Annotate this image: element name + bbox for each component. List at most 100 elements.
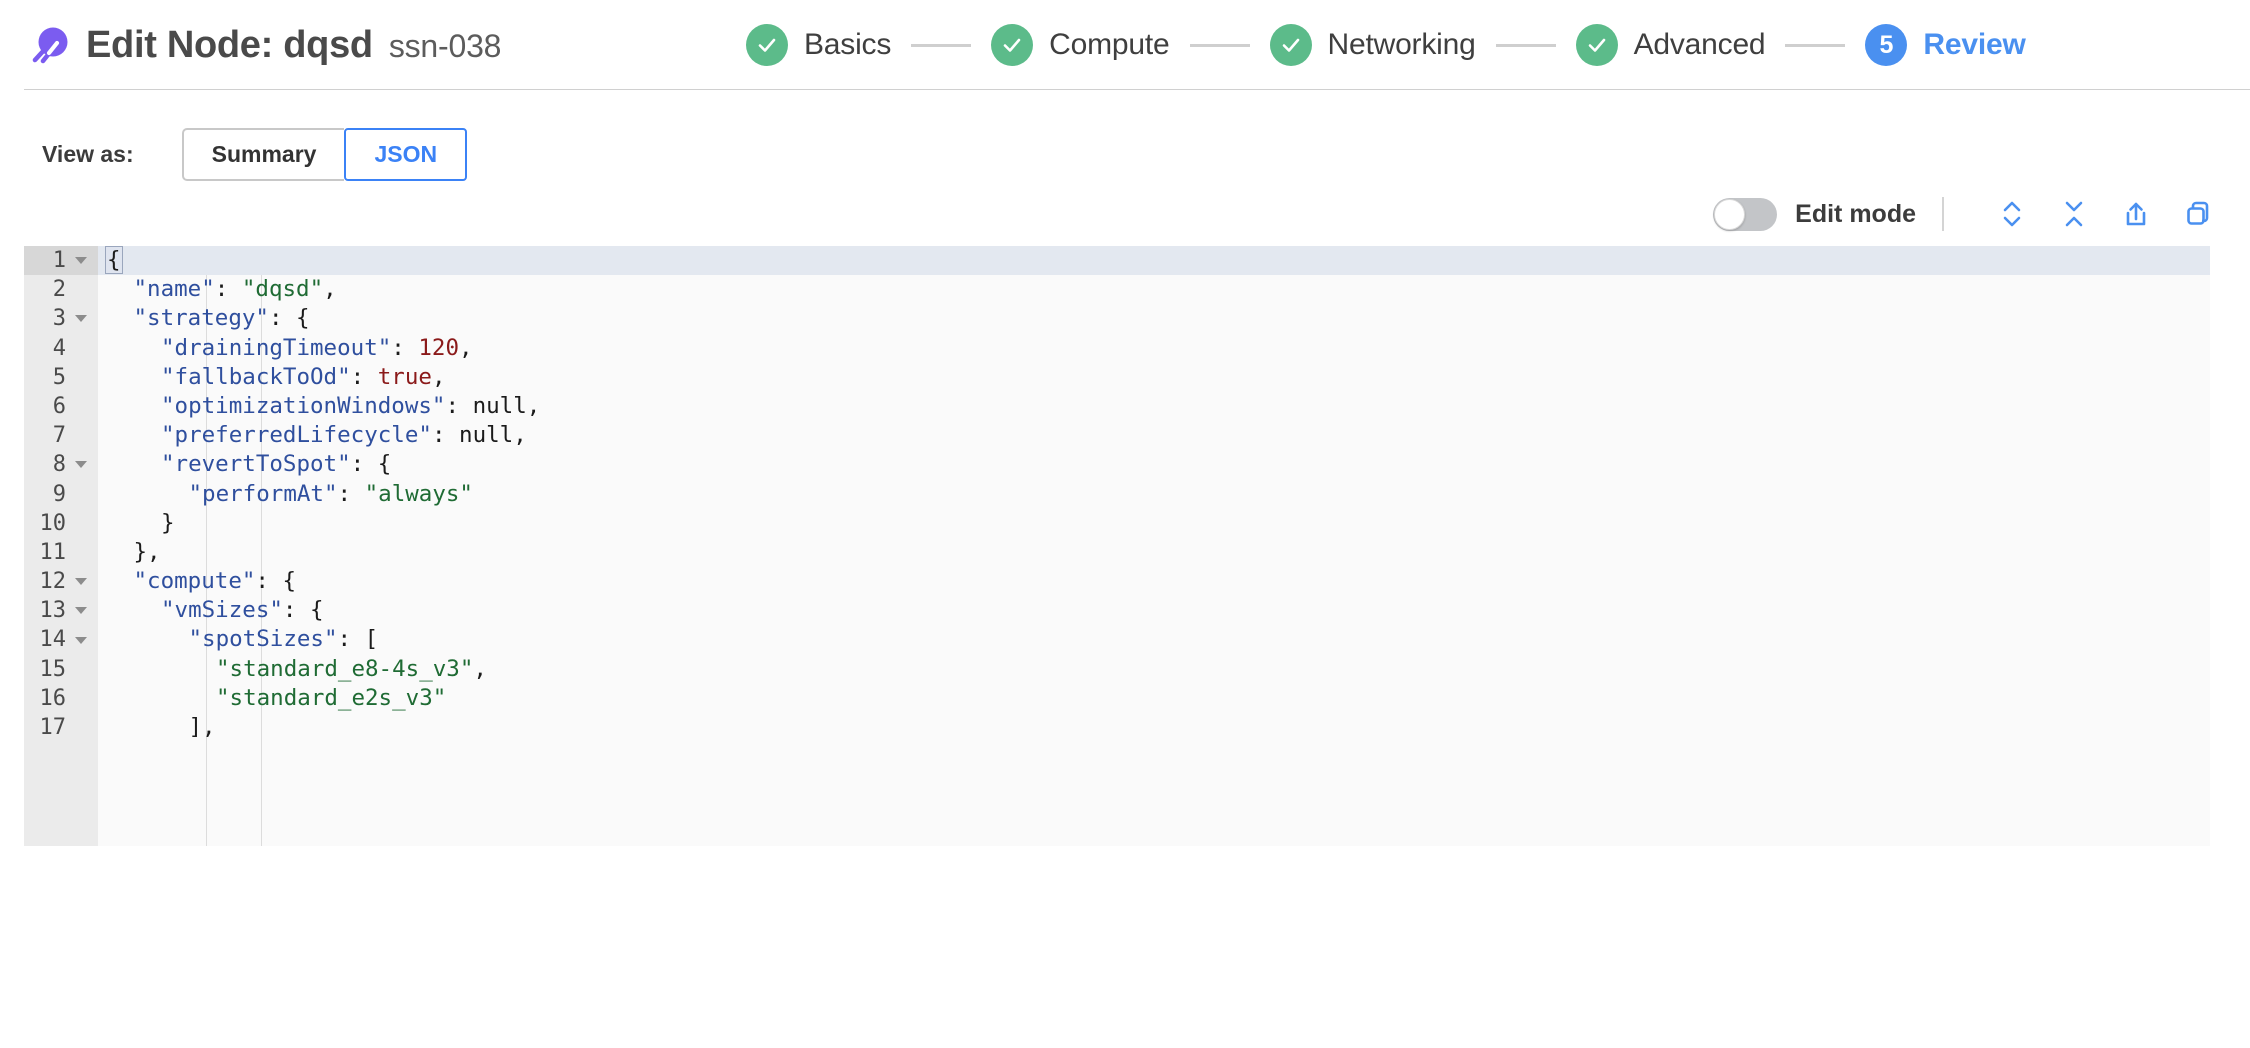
view-as-label: View as: xyxy=(42,140,134,167)
page-title: Edit Node: dqsd xyxy=(86,23,373,66)
code-line[interactable]: "fallbackToOd": true, xyxy=(98,363,2210,392)
token-punct: , xyxy=(323,276,337,303)
fold-toggle-icon[interactable] xyxy=(72,636,90,644)
token-punct: : null, xyxy=(445,392,541,419)
fold-toggle-icon[interactable] xyxy=(72,315,90,323)
step-status-badge-basics xyxy=(746,24,788,66)
editor-code-area[interactable]: {"name": "dqsd","strategy": {"drainingTi… xyxy=(98,246,2210,846)
token-key: "name" xyxy=(133,276,215,303)
step-status-badge-advanced xyxy=(1575,24,1618,66)
line-number-text: 17 xyxy=(39,715,67,740)
wizard-stepper: Basics Compute Networking Advanced xyxy=(746,24,2250,66)
line-number: 5 xyxy=(24,363,98,392)
line-number-text: 2 xyxy=(52,277,66,303)
token-str: "standard_e2s_v3" xyxy=(216,684,447,711)
line-number-text: 16 xyxy=(39,685,67,711)
token-punct: : { xyxy=(255,568,297,595)
token-punct: : null, xyxy=(431,422,527,449)
token-key: "vmSizes" xyxy=(161,597,283,624)
line-number-text: 1 xyxy=(52,248,66,273)
stepper-label-compute: Compute xyxy=(1049,28,1170,61)
edit-mode-toggle-knob xyxy=(1714,198,1746,230)
stepper-step-basics[interactable]: Basics xyxy=(746,24,891,66)
indent-guide xyxy=(206,246,207,846)
stepper-step-advanced[interactable]: Advanced xyxy=(1575,24,1766,66)
share-export-icon[interactable] xyxy=(2116,194,2156,234)
code-line[interactable]: "vmSizes": { xyxy=(98,596,2210,625)
code-line[interactable]: ], xyxy=(98,713,2210,742)
header-divider xyxy=(24,89,2250,90)
line-number-text: 8 xyxy=(52,452,66,478)
code-line[interactable]: "drainingTimeout": 120, xyxy=(98,334,2210,363)
token-key: "spotSizes" xyxy=(188,626,338,653)
token-punct: ], xyxy=(188,714,216,740)
copy-icon[interactable] xyxy=(2178,194,2218,234)
collapse-all-icon[interactable] xyxy=(2054,194,2094,234)
code-line[interactable]: "name": "dqsd", xyxy=(98,275,2210,304)
code-line[interactable]: "revertToSpot": { xyxy=(98,450,2210,479)
line-number-text: 15 xyxy=(39,656,67,682)
code-line[interactable]: "standard_e2s_v3" xyxy=(98,684,2210,713)
token-punct: : xyxy=(337,480,365,507)
token-key: "preferredLifecycle" xyxy=(161,422,432,449)
step-number-review: 5 xyxy=(1879,30,1894,59)
stepper-step-networking[interactable]: Networking xyxy=(1269,24,1476,66)
token-punct: }, xyxy=(133,538,161,565)
fold-toggle-icon[interactable] xyxy=(72,461,90,469)
code-line[interactable]: } xyxy=(98,509,2210,538)
token-key: "drainingTimeout" xyxy=(161,334,392,361)
matching-bracket: { xyxy=(105,246,123,274)
view-as-option-summary[interactable]: Summary xyxy=(181,127,345,181)
code-line[interactable]: { xyxy=(98,246,2210,276)
view-as-segmented-control[interactable]: Summary JSON xyxy=(181,127,468,181)
line-number: 3 xyxy=(24,304,98,333)
view-as-option-json[interactable]: JSON xyxy=(344,127,468,181)
code-line[interactable]: "strategy": { xyxy=(98,304,2210,333)
line-number: 10 xyxy=(24,509,98,538)
stepper-label-advanced: Advanced xyxy=(1633,28,1766,61)
token-key: "optimizationWindows" xyxy=(161,392,446,419)
code-line[interactable]: "standard_e8-4s_v3", xyxy=(98,655,2210,684)
line-number: 13 xyxy=(24,596,98,625)
code-line[interactable]: "preferredLifecycle": null, xyxy=(98,421,2210,450)
stepper-label-basics: Basics xyxy=(804,28,892,61)
token-lit: true xyxy=(377,363,432,390)
line-number: 8 xyxy=(24,450,98,479)
stepper-step-compute[interactable]: Compute xyxy=(991,24,1170,66)
token-str: "dqsd" xyxy=(241,276,324,303)
stepper-connector-2 xyxy=(1189,43,1250,47)
line-number-text: 14 xyxy=(39,627,67,653)
line-number: 16 xyxy=(24,684,98,713)
expand-all-icon[interactable] xyxy=(1992,194,2032,234)
token-punct: , xyxy=(459,334,473,361)
fold-toggle-icon[interactable] xyxy=(72,257,90,265)
edit-mode-label: Edit mode xyxy=(1795,199,1916,228)
line-number: 12 xyxy=(24,567,98,596)
stepper-step-review[interactable]: 5 Review xyxy=(1865,24,2026,66)
code-line[interactable]: "optimizationWindows": null, xyxy=(98,392,2210,421)
line-number: 2 xyxy=(24,275,98,304)
line-number: 9 xyxy=(24,480,98,509)
token-key: "performAt" xyxy=(188,480,338,507)
page-subtitle: ssn-038 xyxy=(388,27,502,64)
line-number: 14 xyxy=(24,625,98,654)
code-line[interactable]: }, xyxy=(98,538,2210,567)
code-line[interactable]: "compute": { xyxy=(98,567,2210,596)
json-editor-toolbar: Edit mode xyxy=(0,182,2250,246)
code-line[interactable]: "spotSizes": [ xyxy=(98,625,2210,654)
token-key: "strategy" xyxy=(133,305,269,332)
line-number: 15 xyxy=(24,655,98,684)
fold-toggle-icon[interactable] xyxy=(72,578,90,586)
code-line[interactable]: "performAt": "always" xyxy=(98,480,2210,509)
line-number-text: 9 xyxy=(52,481,66,507)
token-punct: : xyxy=(214,276,242,303)
fold-toggle-icon[interactable] xyxy=(72,607,90,615)
edit-mode-toggle[interactable] xyxy=(1713,197,1778,231)
page-header: Edit Node: dqsd ssn-038 Basics Compute N… xyxy=(0,0,2250,90)
stepper-connector-3 xyxy=(1495,43,1556,47)
token-punct: : { xyxy=(268,305,310,332)
title-block: Edit Node: dqsd ssn-038 xyxy=(86,24,734,67)
line-number-text: 3 xyxy=(52,306,66,332)
token-str: "standard_e8-4s_v3" xyxy=(216,655,474,682)
